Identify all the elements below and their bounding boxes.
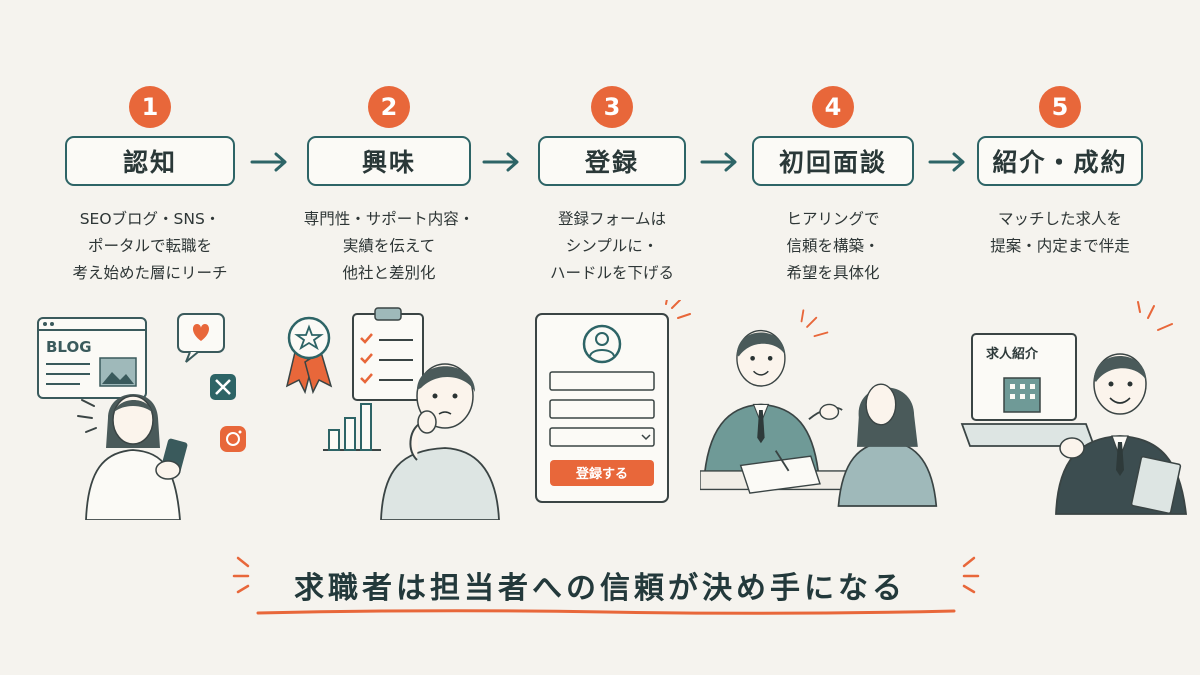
step-description: SEOブログ・SNS・ ポータルで転職を 考え始めた層にリーチ xyxy=(30,206,270,287)
arrow-right-icon xyxy=(482,152,519,172)
arrow-right-icon xyxy=(928,152,965,172)
sparkle-icon xyxy=(800,309,829,338)
blog-label: BLOG xyxy=(46,338,92,356)
placement-illustration: 求人紹介 xyxy=(960,301,1188,515)
bar-chart-icon xyxy=(323,403,381,451)
heart-bubble-icon xyxy=(177,313,225,363)
sparkle-icon xyxy=(665,300,691,319)
folder-icon xyxy=(1130,456,1182,514)
step-number: 5 xyxy=(1039,86,1081,128)
description-line: 他社と差別化 xyxy=(342,264,436,282)
description-line: 実績を伝えて xyxy=(342,237,436,255)
laptop-icon: 求人紹介 xyxy=(960,333,1096,447)
form-field[interactable] xyxy=(549,399,655,419)
description-line: ハードルを下げる xyxy=(549,264,674,282)
description-line: ポータルで転職を xyxy=(87,237,212,255)
interest-illustration xyxy=(285,307,500,520)
step-title-box: 初回面談 xyxy=(752,136,914,186)
step-description: 登録フォームは シンプルに・ ハードルを下げる xyxy=(492,206,732,287)
description-line: 信頼を構築・ xyxy=(786,237,880,255)
checklist-icon xyxy=(352,307,424,401)
description-line: 希望を具体化 xyxy=(786,264,880,282)
arrow-right-icon xyxy=(700,152,737,172)
x-logo-icon xyxy=(210,374,236,400)
step-title-box: 登録 xyxy=(538,136,686,186)
step-2: 2 興味 専門性・サポート内容・ 実績を伝えて 他社と差別化 xyxy=(269,0,509,520)
form-select[interactable] xyxy=(549,427,655,447)
description-line: 提案・内定まで伴走 xyxy=(990,237,1130,255)
step-description: 専門性・サポート内容・ 実績を伝えて 他社と差別化 xyxy=(269,206,509,287)
description-line: 登録フォームは xyxy=(557,210,667,228)
step-title-box: 認知 xyxy=(65,136,235,186)
pen-icon xyxy=(774,450,790,472)
description-line: マッチした求人を xyxy=(997,210,1122,228)
job-board-label: 求人紹介 xyxy=(986,346,1039,362)
interview-illustration xyxy=(700,309,938,507)
description-line: 専門性・サポート内容・ xyxy=(303,210,475,228)
step-number: 1 xyxy=(129,86,171,128)
step-description: ヒアリングで 信頼を構築・ 希望を具体化 xyxy=(713,206,953,287)
award-ribbon-icon xyxy=(285,316,333,395)
blog-window-icon: BLOG xyxy=(37,317,147,399)
step-description: マッチした求人を 提案・内定まで伴走 xyxy=(940,206,1180,260)
thinking-man xyxy=(380,363,500,520)
person-with-phone xyxy=(77,393,188,520)
form-card: 登録する xyxy=(535,313,669,503)
description-line: 考え始めた層にリーチ xyxy=(72,264,228,282)
register-button[interactable] xyxy=(550,460,654,486)
sparkle-icon xyxy=(1137,301,1173,331)
description-line: SEOブログ・SNS・ xyxy=(79,210,221,228)
conclusion-title: 求職者は担当者への信頼が決め手になる xyxy=(294,571,906,606)
paper-sheet xyxy=(739,455,821,494)
step-number: 3 xyxy=(591,86,633,128)
step-title-box: 興味 xyxy=(307,136,471,186)
arrow-right-icon xyxy=(250,152,287,172)
step-4: 4 初回面談 ヒアリングで 信頼を構築・ 希望を具体化 xyxy=(713,0,953,520)
chevron-down-icon xyxy=(641,434,651,441)
step-number: 2 xyxy=(368,86,410,128)
register-button-label: 登録する xyxy=(575,466,628,482)
step-1: 1 認知 SEOブログ・SNS・ ポータルで転職を 考え始めた層にリーチ xyxy=(30,0,270,520)
desk xyxy=(700,450,857,494)
instagram-icon xyxy=(220,426,246,452)
step-5: 5 紹介・成約 マッチした求人を 提案・内定まで伴走 xyxy=(940,0,1180,520)
form-field[interactable] xyxy=(549,371,655,391)
burst-left-icon xyxy=(232,556,250,594)
step-title-box: 紹介・成約 xyxy=(977,136,1143,186)
step-number: 4 xyxy=(812,86,854,128)
conclusion-underline xyxy=(256,609,956,615)
description-line: ヒアリングで xyxy=(786,210,880,228)
job-seeker xyxy=(837,383,938,507)
burst-right-icon xyxy=(962,556,980,594)
happy-man xyxy=(1055,353,1188,515)
step-3: 3 登録 登録フォームは シンプルに・ ハードルを下げる xyxy=(492,0,732,520)
registration-form-illustration: 登録する xyxy=(535,300,691,503)
description-line: シンプルに・ xyxy=(565,237,659,255)
awareness-illustration: BLOG xyxy=(37,313,246,520)
